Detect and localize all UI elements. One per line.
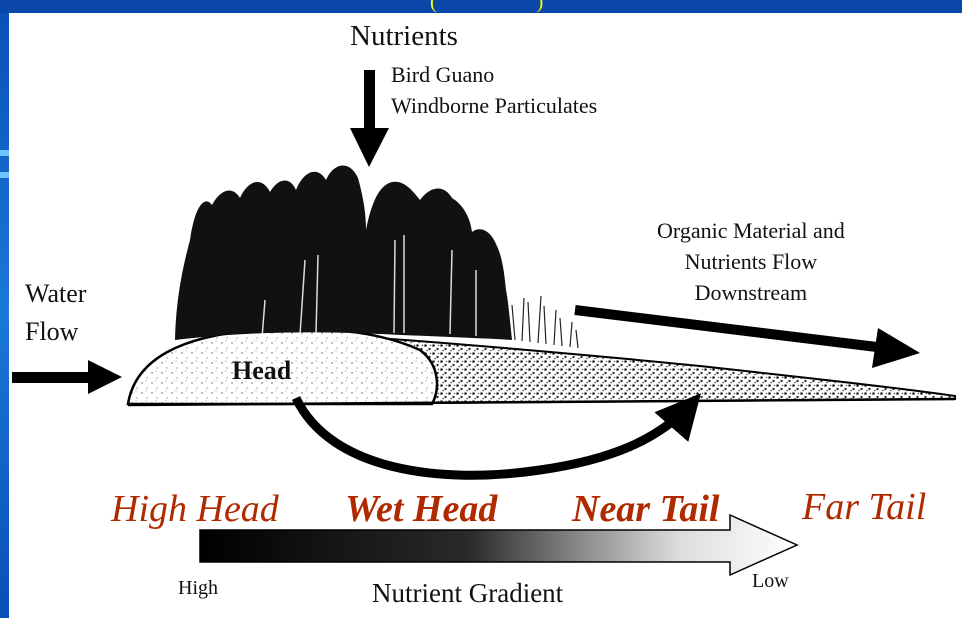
- nutrient-input-arrow: [350, 70, 389, 167]
- zone-wet-head: Wet Head: [345, 487, 497, 531]
- nutrients-title: Nutrients: [350, 20, 458, 53]
- zone-far-tail: Far Tail: [802, 485, 926, 529]
- zone-near-tail: Near Tail: [572, 487, 719, 531]
- gradient-title: Nutrient Gradient: [372, 578, 563, 609]
- water-flow-arrow: [12, 360, 122, 394]
- gradient-high-label: High: [178, 577, 218, 600]
- source-windborne-particulates: Windborne Particulates: [391, 93, 597, 119]
- head-label: Head: [232, 356, 291, 386]
- water-flow-label: Water Flow: [25, 275, 86, 351]
- zone-high-head: High Head: [111, 487, 279, 531]
- island-vegetation: [175, 165, 512, 340]
- gradient-low-label: Low: [752, 570, 789, 593]
- grass-tufts: [512, 296, 578, 348]
- head-to-tail-arrow: [296, 398, 695, 475]
- downstream-flow-label: Organic Material and Nutrients Flow Down…: [657, 215, 845, 308]
- source-bird-guano: Bird Guano: [391, 62, 494, 88]
